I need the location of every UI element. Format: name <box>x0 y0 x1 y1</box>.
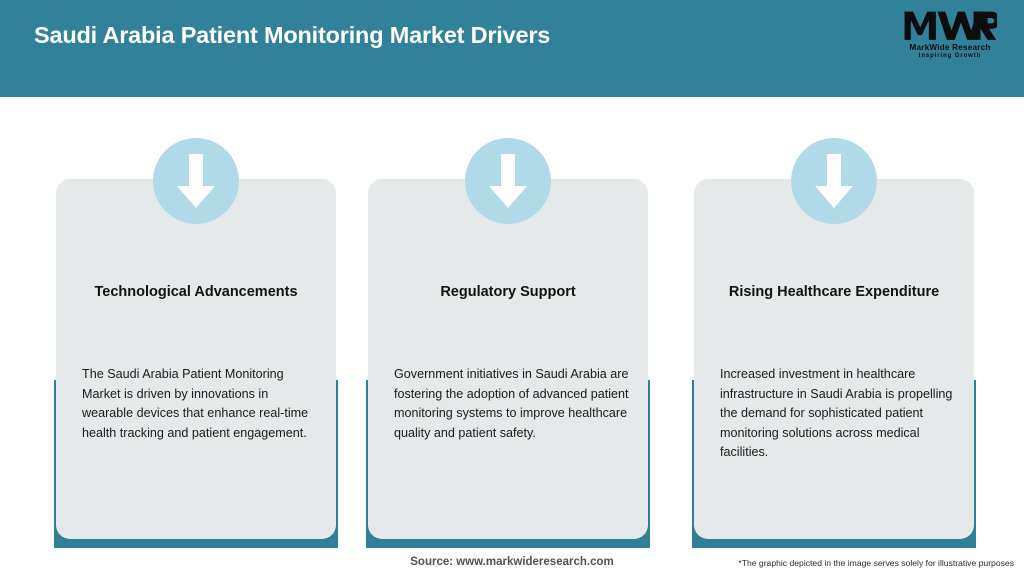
disclaimer-note: *The graphic depicted in the image serve… <box>738 558 1014 568</box>
driver-column-2: Regulatory Support Government initiative… <box>366 138 650 550</box>
arrow-down-glyph-icon <box>177 154 215 208</box>
page-title: Saudi Arabia Patient Monitoring Market D… <box>34 22 551 48</box>
accent-bracket-bottom <box>366 537 650 548</box>
driver-column-3: Rising Healthcare Expenditure Increased … <box>692 138 976 550</box>
driver-card: Regulatory Support Government initiative… <box>368 179 648 539</box>
brand-logo: MarkWide Research Inspiring Growth <box>898 8 1002 64</box>
arrow-down-icon <box>465 138 551 224</box>
logo-company-name: MarkWide Research <box>909 43 991 52</box>
mwr-monogram-icon <box>904 11 997 40</box>
driver-card-title: Rising Healthcare Expenditure <box>728 284 940 300</box>
driver-card: Rising Healthcare Expenditure Increased … <box>694 179 974 539</box>
driver-card-title: Regulatory Support <box>440 284 576 300</box>
driver-card-body: Government initiatives in Saudi Arabia a… <box>394 367 629 440</box>
arrow-down-icon <box>153 138 239 224</box>
arrow-down-icon <box>791 138 877 224</box>
logo-tagline: Inspiring Growth <box>918 53 982 59</box>
accent-bracket-bottom <box>692 537 976 548</box>
driver-card-body: Increased investment in healthcare infra… <box>720 367 953 459</box>
driver-card-body: The Saudi Arabia Patient Monitoring Mark… <box>82 367 309 440</box>
arrow-down-glyph-icon <box>815 154 853 208</box>
driver-card: Technological Advancements The Saudi Ara… <box>56 179 336 539</box>
source-note: Source: www.markwideresearch.com <box>410 556 614 568</box>
accent-bracket-bottom <box>54 537 338 548</box>
driver-column-1: Technological Advancements The Saudi Ara… <box>54 138 338 550</box>
header-bar <box>0 0 1024 97</box>
driver-card-title: Technological Advancements <box>94 284 298 300</box>
arrow-down-glyph-icon <box>489 154 527 208</box>
